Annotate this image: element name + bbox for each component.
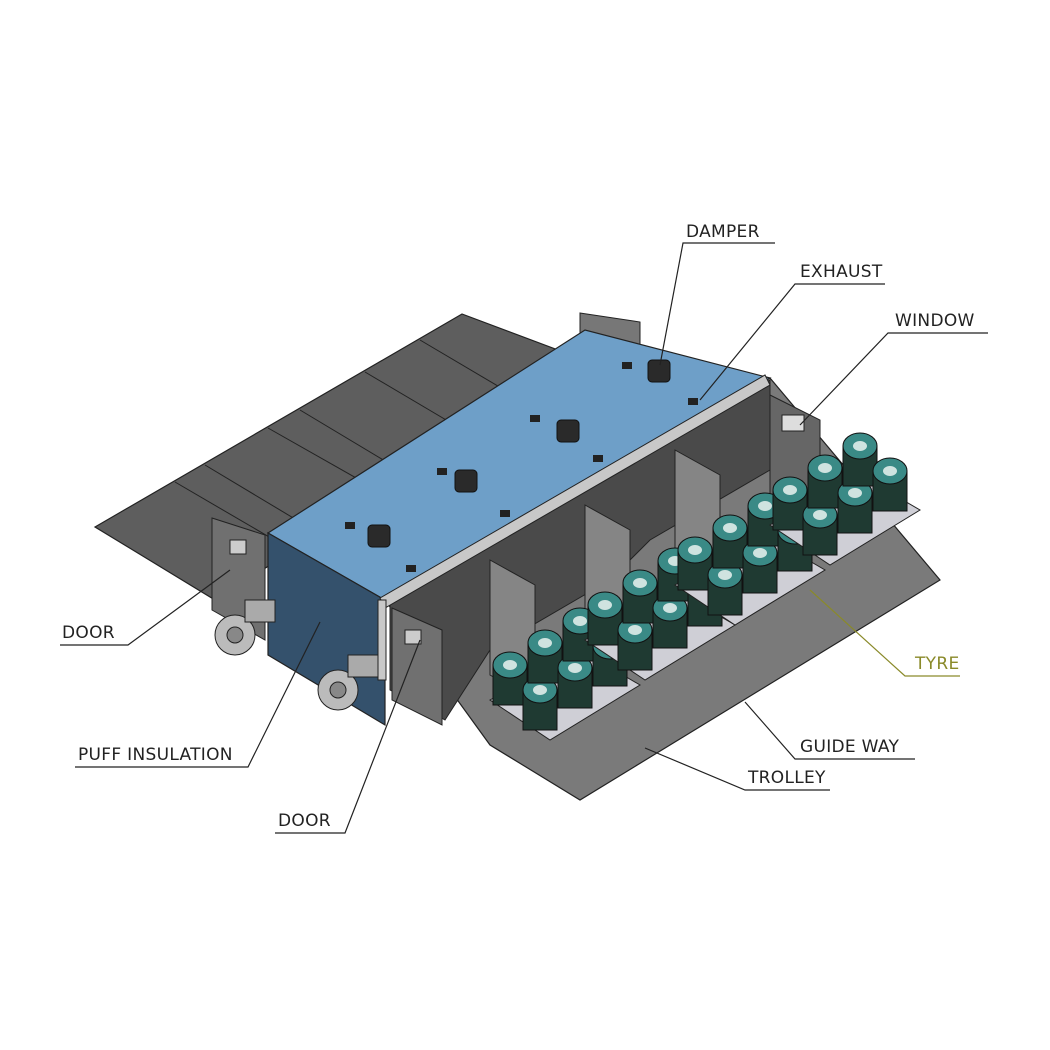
- door-left-window: [229, 539, 247, 555]
- column: [377, 599, 387, 681]
- door-front-window: [404, 629, 422, 645]
- svg-text:EXHAUST: EXHAUST: [800, 262, 883, 282]
- tyre: [587, 591, 623, 646]
- tyre-trolleys: [489, 432, 921, 741]
- blower-fan-2: [317, 654, 379, 711]
- label-trolley: TROLLEY: [644, 747, 830, 791]
- tyre: [772, 476, 808, 531]
- label-guide-way: GUIDE WAY: [744, 701, 915, 760]
- blower-fan-1: [214, 599, 276, 656]
- roof-panel-seams: [174, 339, 531, 556]
- svg-text:GUIDE WAY: GUIDE WAY: [800, 737, 899, 757]
- label-door-left: DOOR: [60, 569, 231, 646]
- label-exhaust: EXHAUST: [699, 262, 885, 401]
- tyre: [617, 616, 653, 671]
- damper-motors: [367, 359, 671, 548]
- svg-text:DAMPER: DAMPER: [686, 222, 760, 242]
- label-damper: DAMPER: [659, 222, 775, 366]
- tyre: [837, 479, 873, 534]
- tyre: [557, 654, 593, 709]
- tyre: [677, 536, 713, 591]
- tyre: [527, 629, 563, 684]
- roof-vents: [345, 362, 698, 572]
- tyre: [802, 501, 838, 556]
- svg-text:WINDOW: WINDOW: [895, 311, 975, 331]
- window: [781, 414, 805, 432]
- label-puff-insulation: PUFF INSULATION: [75, 621, 321, 768]
- tyre: [742, 539, 778, 594]
- label-door-front: DOOR: [275, 639, 421, 834]
- label-tyre: TYRE: [809, 589, 960, 677]
- tyre: [872, 457, 908, 512]
- tyre: [712, 514, 748, 569]
- svg-text:DOOR: DOOR: [278, 811, 331, 831]
- tyre: [652, 594, 688, 649]
- svg-text:PUFF INSULATION: PUFF INSULATION: [78, 745, 233, 765]
- tyre: [622, 569, 658, 624]
- label-window: WINDOW: [799, 311, 988, 426]
- tyre: [522, 676, 558, 731]
- svg-text:TYRE: TYRE: [914, 654, 960, 674]
- tyre: [707, 561, 743, 616]
- tyre: [842, 432, 878, 487]
- svg-text:TROLLEY: TROLLEY: [747, 768, 826, 788]
- tyre: [492, 651, 528, 706]
- svg-text:DOOR: DOOR: [62, 623, 115, 643]
- tyre: [807, 454, 843, 509]
